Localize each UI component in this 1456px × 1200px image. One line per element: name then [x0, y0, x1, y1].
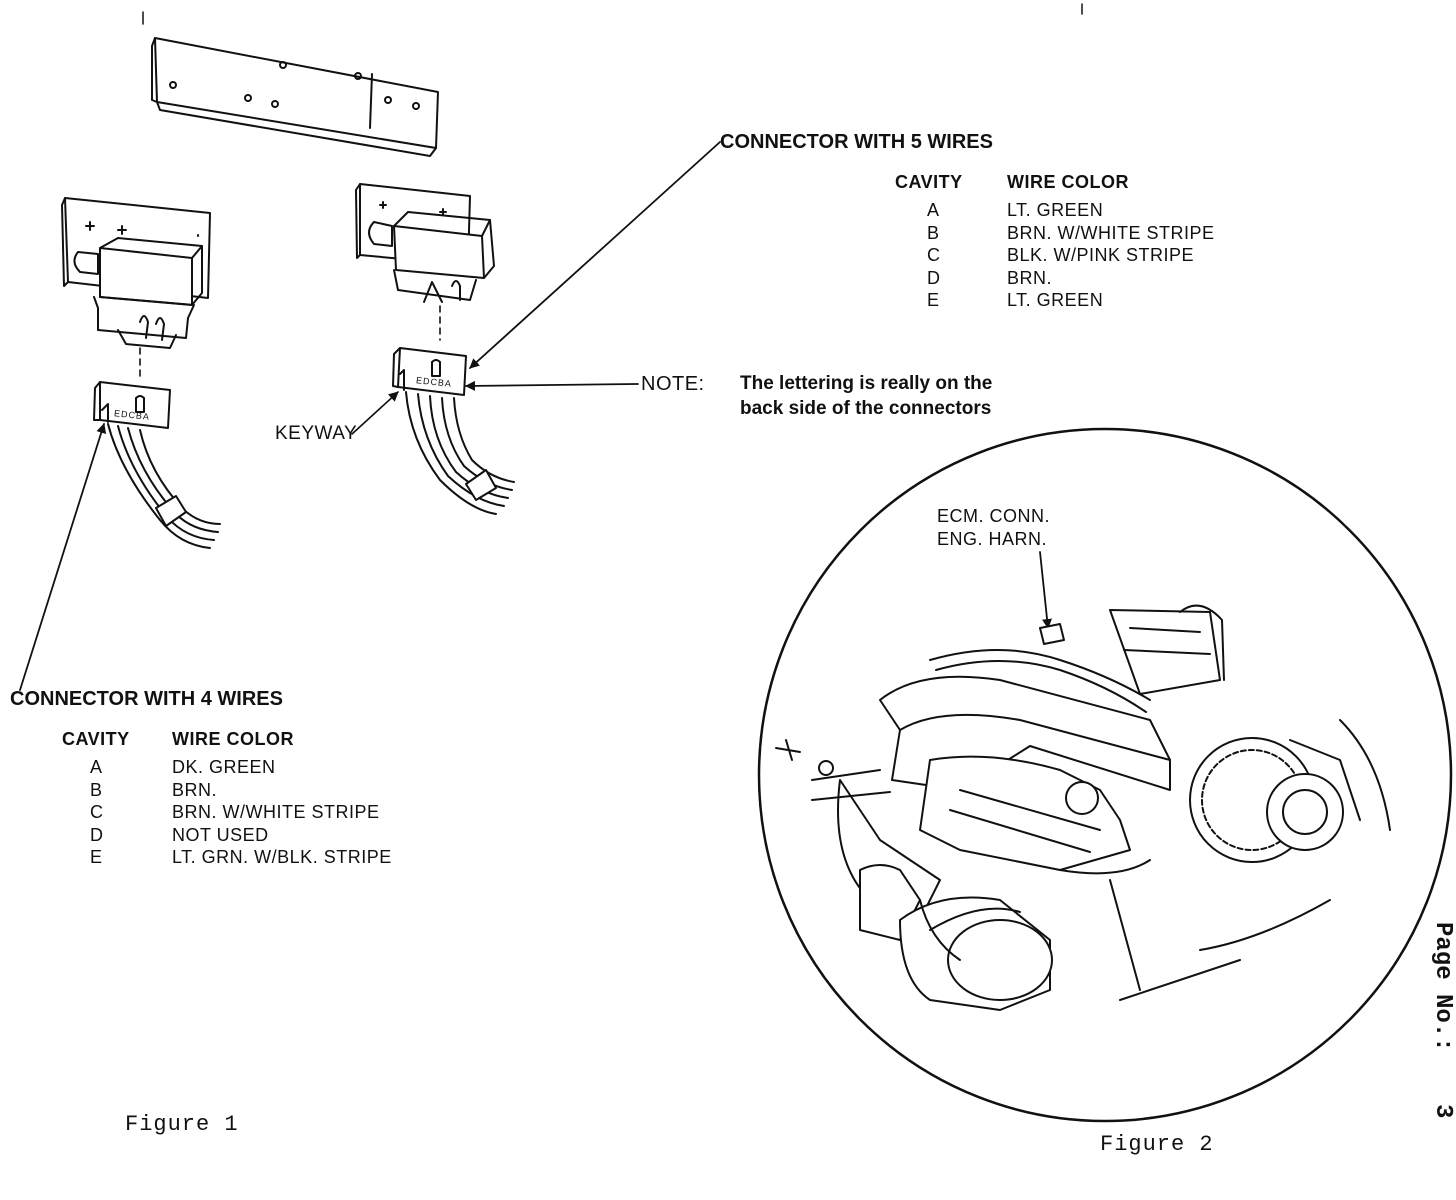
table-row: C BRN. W/WHITE STRIPE [62, 801, 432, 824]
connector4-title: CONNECTOR WITH 4 WIRES [10, 688, 283, 710]
figure2-circle [757, 427, 1453, 1123]
table-row: D NOT USED [62, 824, 432, 847]
cavity-cell: D [90, 824, 104, 845]
leader-ecm-conn [1039, 551, 1053, 629]
ecm-socket-left [61, 197, 211, 379]
keyway-label: KEYWAY [275, 423, 358, 444]
table-row: D BRN. [895, 267, 1247, 290]
page-number: 3 [1429, 1104, 1456, 1119]
table-row: E LT. GREEN [895, 289, 1247, 312]
table-row: A DK. GREEN [62, 756, 432, 779]
connector4-color-header: WIRE COLOR [172, 729, 294, 749]
note-label: NOTE: [641, 373, 705, 395]
wire-color-cell: BRN. W/WHITE STRIPE [172, 802, 380, 822]
cavity-cell: C [90, 802, 104, 822]
wire-color-cell: NOT USED [172, 824, 269, 845]
connector5-title: CONNECTOR WITH 5 WIRES [720, 131, 993, 153]
table-row: A LT. GREEN [895, 199, 1247, 222]
connector5-cavity-header: CAVITY [895, 172, 963, 192]
table-row: B BRN. W/WHITE STRIPE [895, 222, 1247, 245]
wire-color-cell: LT. GREEN [1007, 200, 1104, 220]
connector4-wire-table: CAVITY WIRE COLOR A DK. GREEN B BRN. C BRN.… [62, 729, 432, 869]
wire-color-cell: LT. GRN. W/BLK. STRIPE [172, 847, 392, 867]
table-row: E LT. GRN. W/BLK. STRIPE [62, 846, 432, 869]
table-row: C BLK. W/PINK STRIPE [895, 244, 1247, 267]
connector5-wire-table: CAVITY WIRE COLOR A LT. GREEN B BRN. W/WHI… [895, 172, 1247, 312]
note-line-2: back side of the connectors [740, 398, 992, 419]
wire-color-cell: BRN. W/WHITE STRIPE [1007, 222, 1215, 243]
figure2-caption: Figure 2 [1100, 1132, 1214, 1157]
ecm-socket-right [355, 183, 495, 341]
cavity-cell: E [927, 290, 940, 310]
leader-keyway [351, 391, 399, 435]
page-number-label: Page No.: [1429, 922, 1456, 1052]
wire-color-cell: LT. GREEN [1007, 290, 1104, 310]
note-line-1: The lettering is really on the [740, 373, 993, 394]
harness-connector-5-wire [392, 347, 515, 515]
cavity-cell: C [927, 245, 941, 265]
eng-harn-label: ENG. HARN. [937, 529, 1048, 549]
ecm-conn-label: ECM. CONN. [937, 506, 1050, 526]
wire-color-cell: BRN. [172, 779, 218, 800]
wire-color-cell: BRN. [1007, 267, 1053, 288]
engine-illustration [775, 604, 1391, 1011]
connector4-cavity-header: CAVITY [62, 729, 130, 749]
cavity-cell: B [90, 779, 103, 800]
cavity-cell: A [927, 200, 940, 220]
cavity-cell: A [90, 757, 103, 777]
figure1-caption: Figure 1 [125, 1112, 239, 1137]
connector5-color-header: WIRE COLOR [1007, 172, 1129, 192]
harness-connector-4-wire [93, 381, 221, 549]
table-row: B BRN. [62, 779, 432, 802]
cavity-cell: B [927, 222, 940, 243]
leader-4-wire [19, 423, 107, 691]
cavity-cell: E [90, 847, 103, 867]
cavity-cell: D [927, 267, 941, 288]
leader-5-wire [469, 141, 721, 369]
wire-color-cell: BLK. W/PINK STRIPE [1007, 245, 1195, 265]
wire-color-cell: DK. GREEN [172, 757, 276, 777]
leader-note [465, 380, 639, 391]
ecm-module-plate [151, 37, 439, 157]
